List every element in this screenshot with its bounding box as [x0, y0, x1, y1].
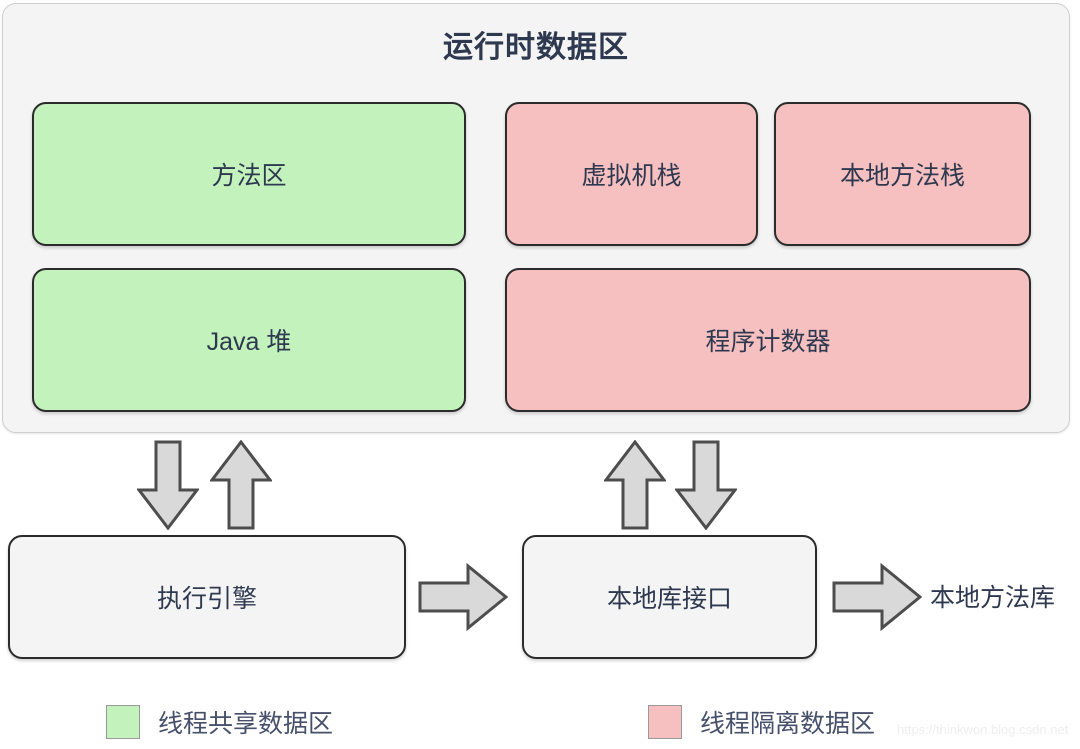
runtime-data-area-title: 运行时数据区 — [443, 31, 629, 64]
runtime-data-area-container: 运行时数据区 方法区 虚拟机栈 本地方法栈 Java 堆 程序计数器 — [2, 3, 1070, 433]
legend-label-thread-isolated: 线程隔离数据区 — [700, 710, 876, 738]
box-execution-engine[interactable]: 执行引擎 — [8, 535, 406, 659]
arrow-right-icon — [832, 563, 922, 631]
legend-label-thread-shared: 线程共享数据区 — [158, 710, 334, 738]
legend-swatch-pink — [648, 705, 682, 739]
arrow-up-icon — [604, 440, 666, 530]
box-java-heap[interactable]: Java 堆 — [32, 268, 466, 412]
arrow-up-icon — [210, 440, 272, 530]
box-vm-stack[interactable]: 虚拟机栈 — [505, 102, 758, 246]
arrow-right-icon — [418, 563, 508, 631]
arrow-down-icon — [137, 440, 199, 530]
box-native-method-stack[interactable]: 本地方法栈 — [774, 102, 1031, 246]
watermark-text: https://thinkwon.blog.csdn.net — [897, 722, 1069, 737]
legend-swatch-green — [106, 705, 140, 739]
legend-item-thread-shared: 线程共享数据区 — [106, 704, 333, 740]
legend-item-thread-isolated: 线程隔离数据区 — [648, 704, 875, 740]
label-native-method-library: 本地方法库 — [930, 584, 1056, 612]
box-method-area[interactable]: 方法区 — [32, 102, 466, 246]
box-program-counter[interactable]: 程序计数器 — [505, 268, 1031, 412]
arrow-down-icon — [675, 440, 737, 530]
box-native-library-interface[interactable]: 本地库接口 — [522, 535, 817, 659]
